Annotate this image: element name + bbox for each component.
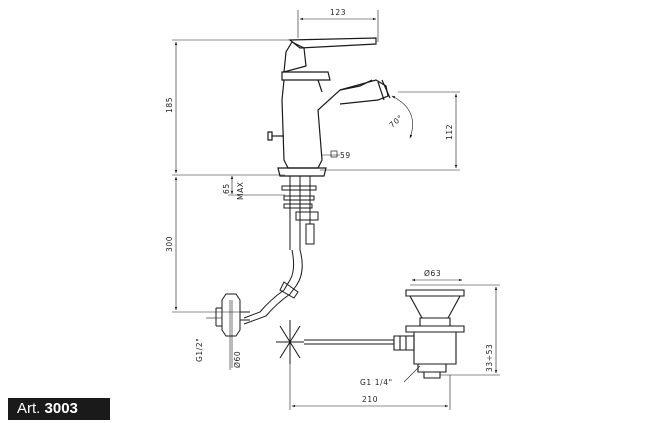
mounting-shank — [215, 176, 319, 337]
square-symbol — [330, 150, 338, 158]
faucet-body — [267, 37, 391, 177]
dim-label-33-53: 33÷53 — [485, 344, 494, 372]
dim-label-63: Ø63 — [424, 269, 441, 278]
dim-label-g12: G1/2" — [195, 338, 204, 362]
extension-lines — [172, 10, 500, 410]
dim-label-300: 300 — [165, 236, 174, 252]
dim-label-60: Ø60 — [233, 351, 242, 368]
article-prefix: Art. — [17, 400, 41, 417]
dim-label-70deg: 70° — [388, 113, 405, 130]
dim-label-g114: G1 1/4" — [360, 378, 393, 387]
article-badge: Art. 3003 — [8, 398, 110, 420]
dimension-lines — [174, 17, 498, 408]
dim-arc-70 — [391, 95, 413, 139]
dim-label-185: 185 — [165, 97, 174, 113]
dim-label-max: MAX — [236, 181, 245, 200]
article-number: 3003 — [44, 400, 78, 417]
leader-g114 — [403, 365, 421, 383]
dim-label-123: 123 — [330, 8, 346, 17]
dim-label-210: 210 — [362, 395, 378, 404]
dim-label-59: 59 — [340, 151, 351, 160]
popup-rod — [276, 320, 394, 364]
dim-label-112: 112 — [445, 124, 454, 140]
dim-label-65: 65 — [222, 183, 231, 194]
waste-drain — [393, 289, 465, 379]
